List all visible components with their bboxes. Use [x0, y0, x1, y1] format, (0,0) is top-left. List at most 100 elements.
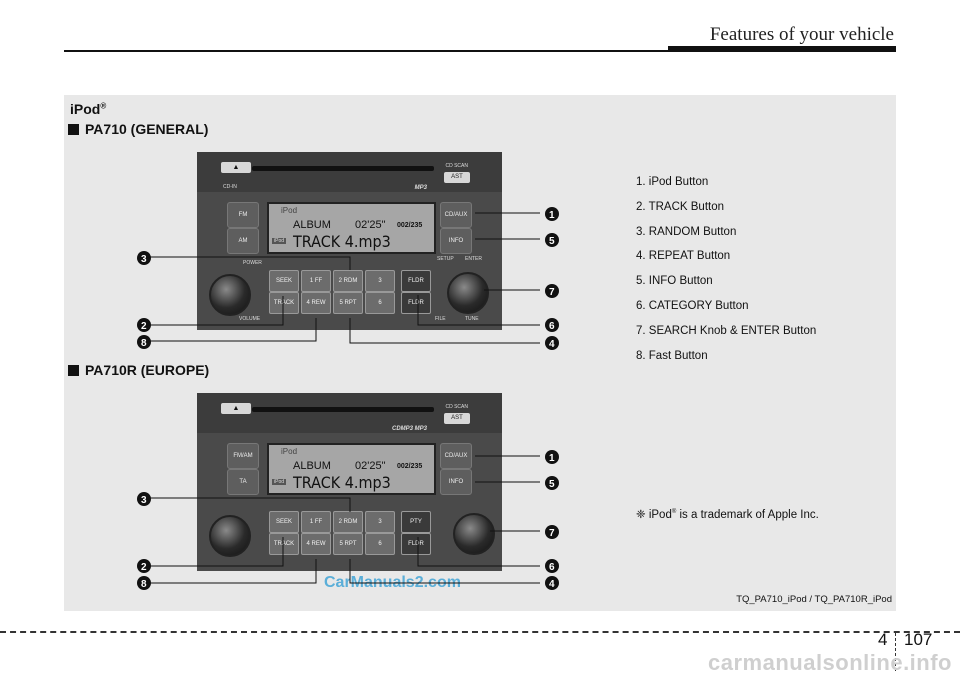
- eject-button[interactable]: ▲: [221, 403, 251, 414]
- callout-1: 1: [549, 453, 555, 464]
- rpt-button[interactable]: 5 RPT: [333, 292, 363, 314]
- rew-button[interactable]: 4 REW: [301, 533, 331, 555]
- display-album: ALBUM: [293, 460, 331, 472]
- info-button[interactable]: INFO: [440, 469, 472, 495]
- volume-knob[interactable]: [209, 515, 251, 557]
- info-button[interactable]: INFO: [440, 228, 472, 254]
- preset-6-button[interactable]: 6: [365, 292, 395, 314]
- legend-item: 4. REPEAT Button: [636, 250, 731, 263]
- mp3-logo: CDMP3 MP3: [391, 426, 427, 432]
- ast-button[interactable]: AST: [444, 172, 470, 183]
- volume-knob[interactable]: [209, 274, 251, 316]
- rdm-button[interactable]: 2 RDM: [333, 511, 363, 533]
- callout-1: 1: [549, 210, 555, 221]
- header-rule: [64, 50, 896, 52]
- cd-scan-label: CD SCAN: [445, 404, 468, 410]
- enter-label: ENTER: [465, 256, 482, 262]
- fm-button[interactable]: FM: [227, 202, 259, 228]
- am-button[interactable]: AM: [227, 228, 259, 254]
- trademark-note: ❈ iPod® is a trademark of Apple Inc.: [636, 509, 819, 521]
- fldr-button[interactable]: FLDR: [401, 533, 431, 555]
- legend-item: 2. TRACK Button: [636, 200, 724, 213]
- legend-item: 6. CATEGORY Button: [636, 299, 749, 312]
- rpt-button[interactable]: 5 RPT: [333, 533, 363, 555]
- cd-slot: [252, 166, 434, 171]
- callout-7: 7: [549, 528, 555, 539]
- track-button[interactable]: TRACK: [269, 533, 299, 555]
- head-unit-europe: ▲ CD SCAN AST CDMP3 MP3 FM/AM TA CD/AUX …: [197, 393, 502, 571]
- ff-button[interactable]: 1 FF: [301, 270, 331, 292]
- section-general: PA710 (GENERAL): [68, 121, 208, 137]
- lcd-display: iPod ALBUM 02'25" 002/235 iPod TRACK 4.m…: [267, 443, 436, 495]
- display-time: 02'25": [355, 460, 386, 472]
- preset-3-button[interactable]: 3: [365, 270, 395, 292]
- rdm-button[interactable]: 2 RDM: [333, 270, 363, 292]
- ff-button[interactable]: 1 FF: [301, 511, 331, 533]
- cd-slot: [252, 407, 434, 412]
- display-ipod-tag: iPod: [272, 238, 287, 244]
- legend-item: 7. SEARCH Knob & ENTER Button: [636, 324, 817, 337]
- site-watermark: carmanualsonline.info: [708, 650, 952, 675]
- header-title: Features of your vehicle: [709, 24, 894, 45]
- callout-6: 6: [549, 321, 555, 332]
- eject-button[interactable]: ▲: [221, 162, 251, 173]
- callout-6: 6: [549, 562, 555, 573]
- lcd-display: iPod ALBUM 02'25" 002/235 iPod TRACK 4.m…: [267, 202, 436, 254]
- head-unit-general: ▲ CD SCAN AST CD-IN MP3 FM AM CD/AUX INF…: [197, 152, 502, 330]
- display-track: TRACK 4.mp3: [293, 232, 391, 251]
- callout-2: 2: [141, 321, 147, 332]
- legend-list: 1. iPod Button 2. TRACK Button 3. RANDOM…: [636, 176, 816, 374]
- legend-item: 3. RANDOM Button: [636, 225, 737, 238]
- volume-label: VOLUME: [239, 316, 261, 322]
- page-number: 107: [904, 630, 933, 649]
- chapter-number: 4: [878, 630, 888, 649]
- display-ipod: iPod: [281, 447, 298, 456]
- callout-4: 4: [549, 339, 555, 350]
- display-time: 02'25": [355, 219, 386, 231]
- file-label: FILE: [435, 316, 446, 322]
- preset-6-button[interactable]: 6: [365, 533, 395, 555]
- section-europe: PA710R (EUROPE): [68, 362, 209, 378]
- figure-code: TQ_PA710_iPod / TQ_PA710R_iPod: [736, 594, 892, 605]
- ast-button[interactable]: AST: [444, 413, 470, 424]
- search-knob[interactable]: [453, 513, 495, 555]
- cd-scan-label: CD SCAN: [445, 163, 468, 169]
- fldr-down-button[interactable]: FLDR: [401, 292, 431, 314]
- callout-5: 5: [549, 479, 555, 490]
- callout-3: 3: [141, 254, 147, 265]
- cd-aux-button[interactable]: CD/AUX: [440, 443, 472, 469]
- search-knob[interactable]: [447, 272, 489, 314]
- callout-8: 8: [141, 579, 147, 590]
- preset-3-button[interactable]: 3: [365, 511, 395, 533]
- cd-aux-button[interactable]: CD/AUX: [440, 202, 472, 228]
- footer-rule: [0, 631, 960, 633]
- tune-label: TUNE: [465, 316, 479, 322]
- display-album: ALBUM: [293, 219, 331, 231]
- display-count: 002/235: [397, 463, 423, 470]
- setup-label: SETUP: [437, 256, 454, 262]
- legend-item: 5. INFO Button: [636, 275, 713, 288]
- fm-am-button[interactable]: FM/AM: [227, 443, 259, 469]
- seek-button[interactable]: SEEK: [269, 270, 299, 292]
- ta-button[interactable]: TA: [227, 469, 259, 495]
- legend-item: 8. Fast Button: [636, 349, 708, 362]
- panel-title: iPod®: [70, 101, 107, 117]
- callout-8: 8: [141, 338, 147, 349]
- ipod-panel: iPod® PA710 (GENERAL) PA710R (EUROPE) ▲ …: [64, 95, 896, 611]
- rew-button[interactable]: 4 REW: [301, 292, 331, 314]
- legend-item: 1. iPod Button: [636, 176, 709, 188]
- callout-2: 2: [141, 562, 147, 573]
- mp3-logo: MP3: [414, 185, 427, 191]
- display-ipod-tag: iPod: [272, 479, 287, 485]
- display-count: 002/235: [397, 222, 423, 229]
- cd-in-label: CD-IN: [223, 184, 237, 190]
- header-rule-accent: [668, 46, 896, 52]
- callout-4: 4: [549, 579, 555, 590]
- power-label: POWER: [243, 260, 262, 266]
- track-button[interactable]: TRACK: [269, 292, 299, 314]
- pty-button[interactable]: PTY: [401, 511, 431, 533]
- fldr-up-button[interactable]: FLDR: [401, 270, 431, 292]
- callout-7: 7: [549, 287, 555, 298]
- seek-button[interactable]: SEEK: [269, 511, 299, 533]
